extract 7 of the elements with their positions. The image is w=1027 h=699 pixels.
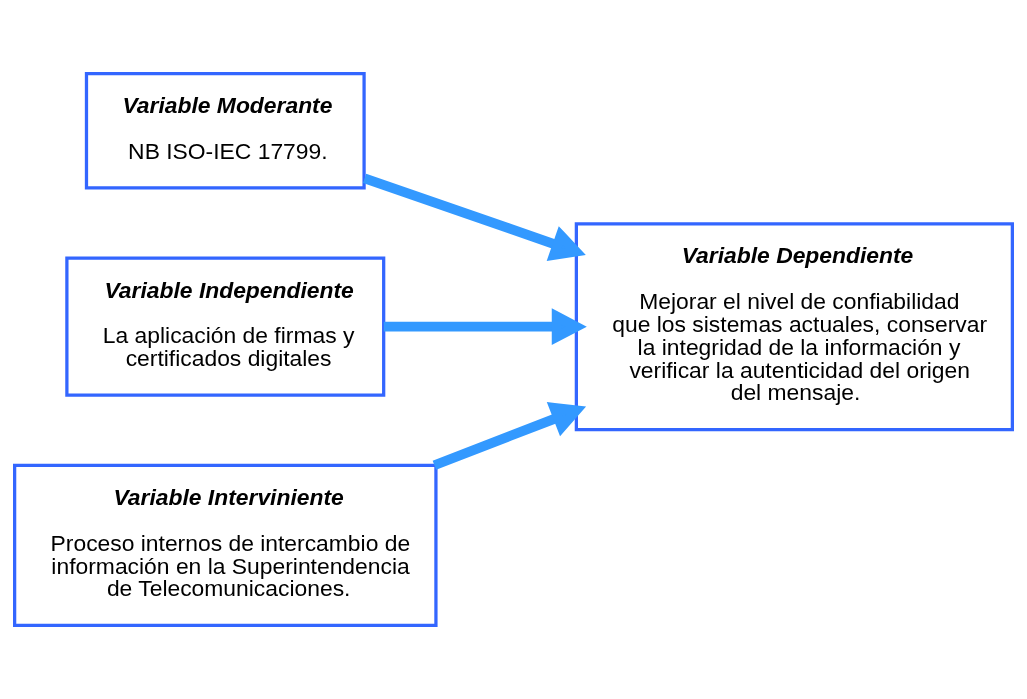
arrow: [383, 308, 587, 346]
arrow: [363, 173, 586, 261]
node-box: Variable Interviniente Proceso internos de intercambio de información en la Superintendencia de Telecomunicaciones.: [13, 463, 438, 628]
node-box: Variable Moderante NB ISO-IEC 17799.: [84, 71, 366, 190]
node-box: Variable Dependiente Mejorar el nivel de confiabilidad que los sistemas actuales, conservar la integridad de la información y verificar la autenticidad del origen del mensaje.: [574, 222, 1014, 432]
node-box: Variable Independiente La aplicación de firmas y certificados digitales: [65, 256, 386, 397]
arrow: [432, 402, 587, 470]
